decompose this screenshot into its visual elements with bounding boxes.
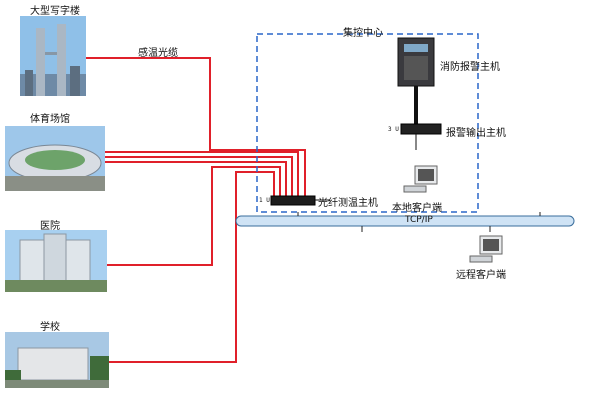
fiber-cables — [86, 57, 306, 363]
fiber-host-label: 光纤测温主机 — [318, 198, 378, 209]
hospital-image — [5, 230, 107, 292]
site-label-office: 大型写字楼 — [30, 6, 80, 17]
control-center-label: 集控中心 — [343, 28, 383, 39]
cable-office — [86, 57, 306, 196]
site-label-hospital: 医院 — [40, 221, 60, 232]
local-client-computer — [403, 165, 438, 193]
fire-alarm-host-device — [397, 37, 435, 87]
alarm-output-device — [400, 123, 442, 135]
cable-school — [109, 171, 275, 363]
stadium-image — [5, 126, 105, 191]
fiber-host-rack-label: 1 U — [259, 197, 270, 204]
remote-client-label: 远程客户端 — [456, 270, 506, 281]
cable-label: 感温光缆 — [138, 48, 178, 59]
cable-stadium-1 — [105, 151, 299, 196]
cable-stadium-3 — [105, 161, 287, 196]
alarm-output-label: 报警输出主机 — [446, 128, 506, 139]
site-label-school: 学校 — [40, 322, 60, 333]
cable-hospital — [107, 166, 281, 266]
site-label-stadium: 体育场馆 — [30, 114, 70, 125]
remote-client-computer — [469, 235, 503, 263]
school-image — [5, 332, 109, 388]
network-label: TCP/IP — [405, 215, 433, 225]
control-center-box — [256, 33, 479, 213]
fiber-host-device — [270, 195, 316, 206]
tcpip-bus — [235, 215, 575, 227]
cable-stadium-2 — [105, 156, 293, 196]
office-building-image — [20, 16, 86, 96]
alarm-output-rack-label: 3 U — [388, 126, 399, 133]
local-client-label: 本地客户端 — [392, 203, 442, 214]
fire-host-label: 消防报警主机 — [440, 62, 500, 73]
